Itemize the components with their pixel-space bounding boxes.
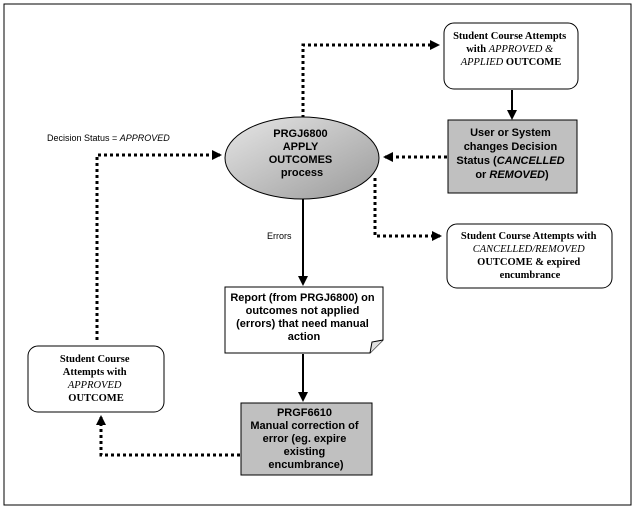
node-report-fold-icon <box>369 339 384 354</box>
node-prgj6800-text: PRGJ6800 APPLY OUTCOMES process <box>269 128 336 179</box>
node-approved-outcome: Student Course Attempts with APPROVED OU… <box>27 345 165 413</box>
node-approved-applied-shape <box>443 22 579 90</box>
node-prgj6800-apply-outcomes: PRGJ6800 APPLY OUTCOMES process <box>224 116 380 200</box>
node-approved-applied-text: Student Course Attempts with APPROVED & … <box>453 31 569 68</box>
node-prgf6610: PRGF6610 Manual correction of error (eg.… <box>240 402 373 476</box>
connector-apply-to-approved-applied <box>301 40 440 118</box>
edge-label-errors: Errors <box>267 231 292 241</box>
node-report: Report (from PRGJ6800) on outcomes not a… <box>224 286 384 354</box>
connector-approved-outcome-to-apply <box>95 150 222 340</box>
node-cancelled-removed-shape <box>446 223 613 289</box>
node-decision-change: User or System changes Decision Status (… <box>447 119 578 194</box>
node-report-text: Report (from PRGJ6800) on outcomes not a… <box>230 292 377 343</box>
edge-label-decision-status: Decision Status = APPROVED <box>47 133 170 143</box>
connector-prgf6610-to-approved-outcome <box>96 415 240 457</box>
node-prgf6610-text: PRGF6610 Manual correction of error (eg.… <box>250 407 361 471</box>
node-approved-applied: Student Course Attempts with APPROVED & … <box>443 22 579 90</box>
node-decision-change-shape <box>447 119 578 194</box>
node-cancelled-removed: Student Course Attempts with CANCELLED/R… <box>446 223 613 289</box>
node-approved-outcome-text: Student Course Attempts with APPROVED OU… <box>60 354 132 404</box>
connector-apply-to-cancelled-removed <box>373 178 442 241</box>
node-approved-outcome-shape <box>27 345 165 413</box>
node-decision-change-text: User or System changes Decision Status (… <box>456 127 567 181</box>
node-prgj6800-shape <box>224 116 380 200</box>
diagram-border <box>3 3 632 506</box>
node-prgf6610-shape <box>240 402 373 476</box>
node-cancelled-removed-text: Student Course Attempts with CANCELLED/R… <box>461 231 599 281</box>
